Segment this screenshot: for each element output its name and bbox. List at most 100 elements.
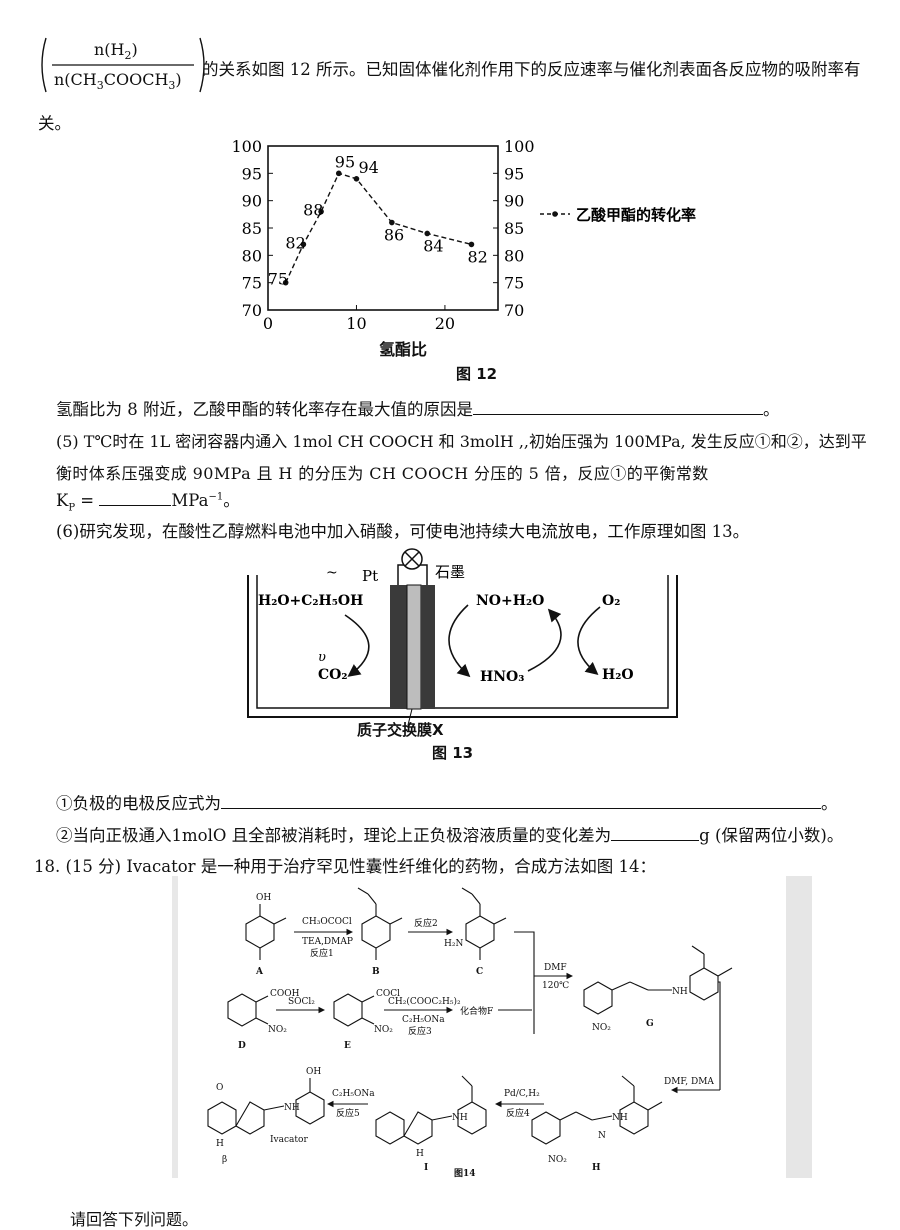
figure-13-caption: 图 13 xyxy=(432,744,474,762)
reagent-r1-top: CH₃OCOCl xyxy=(302,917,352,927)
x-tick-label: 10 xyxy=(346,314,366,333)
y-tick-label-left: 95 xyxy=(242,164,262,183)
data-label: 86 xyxy=(384,226,404,245)
reagent-r1-mid: TEA,DMAP xyxy=(302,937,353,947)
data-point xyxy=(300,241,307,248)
reagent-r2: 反应2 xyxy=(414,917,438,929)
y-tick-label-right: 100 xyxy=(504,137,535,156)
pt-label: Pt xyxy=(362,567,378,585)
ring-i-3 xyxy=(457,1101,487,1135)
reagent-socl2: SOCl₂ xyxy=(288,997,315,1007)
ring-g-1 xyxy=(583,981,613,1015)
oxygen-label: O₂ xyxy=(602,593,620,609)
y-tick-label-left: 80 xyxy=(242,246,262,265)
label-no2-g: NO₂ xyxy=(592,1023,611,1033)
tank-inner xyxy=(256,575,669,709)
data-label: 94 xyxy=(358,158,378,177)
graphite-label: 石墨 xyxy=(435,563,465,581)
ring-a xyxy=(245,915,275,949)
data-point xyxy=(424,230,431,237)
cathode-species-bottom: HNO₃ xyxy=(480,669,524,685)
data-label: 82 xyxy=(467,247,487,266)
data-point xyxy=(389,219,395,226)
reagent-r3-top: CH₂(COOC₂H₅)₂ xyxy=(388,996,461,1007)
ring-ivacator-3 xyxy=(295,1091,325,1125)
reagent-r5-top: C₂H₅ONa xyxy=(332,1089,375,1099)
chart-legend: 乙酸甲酯的转化率 xyxy=(540,206,696,224)
y-tick-label-right: 75 xyxy=(504,274,524,293)
answer-blank-anode-equation[interactable] xyxy=(221,808,821,809)
data-point xyxy=(468,241,475,248)
y-tick-label-right: 70 xyxy=(504,301,524,320)
label-oh-a: OH xyxy=(256,893,271,903)
y-tick-label-right: 85 xyxy=(504,219,524,238)
data-point xyxy=(335,170,342,177)
question-18: 18. (15 分) Ivacator 是一种用于治疗罕见性囊性纤维化的药物，合… xyxy=(34,857,657,876)
label-compound-h: H xyxy=(592,1163,601,1173)
figure-14-caption: 图14 xyxy=(454,1168,476,1178)
intro-text-1: 的关系如图 12 所示。已知固体催化剂作用下的反应速率与催化剂表面各反应物的吸附… xyxy=(202,60,861,79)
ring-h-1 xyxy=(531,1111,561,1145)
figure-14-synthesis-scheme: OH A CH₃OCOCl TEA,DMAP 反应1 B 反应2 H₂N C D… xyxy=(207,887,733,1178)
connector-c-to-g xyxy=(514,931,535,1034)
ring-i-2 xyxy=(403,1111,433,1145)
reagent-dmf-dma: DMF, DMA xyxy=(664,1077,714,1087)
data-point xyxy=(318,208,324,215)
label-oh-ivacator: OH xyxy=(306,1067,321,1077)
reagent-dmf: DMF xyxy=(544,963,567,973)
series-line-conversion xyxy=(285,172,472,283)
question-reason-text: 氢酯比为 8 附近，乙酸甲酯的转化率存在最大值的原因是 xyxy=(56,400,473,419)
y-tick-label-left: 75 xyxy=(242,274,262,293)
label-nh-ivacator-ring: H xyxy=(216,1139,224,1149)
reagent-r3-bot: 反应3 xyxy=(408,1025,432,1037)
connector-g-to-h xyxy=(718,981,721,1090)
y-tick-label-left: 100 xyxy=(231,137,262,156)
label-compound-g: G xyxy=(646,1019,654,1029)
reagent-r4-top: Pd/C,H₂ xyxy=(504,1089,540,1099)
label-no2-h: NO₂ xyxy=(548,1155,567,1165)
answer-blank-mass-difference[interactable] xyxy=(611,840,700,841)
hydrogen-ester-ratio-fraction: n(H2) n(CH3COOCH3) xyxy=(38,34,208,96)
left-reactant-label: H₂O+C₂H₅OH xyxy=(258,593,363,609)
membrane-label: 质子交换膜X xyxy=(357,721,444,739)
cathode-arrow-regeneration xyxy=(527,608,562,672)
reagent-r4-bot: 反应4 xyxy=(506,1107,530,1119)
y-tick-label-right: 95 xyxy=(504,164,524,183)
label-ivacator: Ivacator xyxy=(270,1135,308,1145)
ring-ivacator-2 xyxy=(235,1101,265,1135)
ring-e xyxy=(333,993,363,1027)
label-no2-e: NO₂ xyxy=(374,1025,393,1035)
ring-b xyxy=(361,915,391,949)
graphite-electrode xyxy=(421,585,435,709)
label-nh-h: NH xyxy=(612,1113,628,1123)
water-product-label: H₂O xyxy=(602,667,634,683)
pt-electrode xyxy=(390,585,407,709)
reagent-r5-bot: 反应5 xyxy=(336,1107,360,1119)
oxygen-arrow xyxy=(577,606,601,676)
question-5-line-1: (5) T℃时在 1L 密闭容器内通入 1mol CH COOCH 和 3mol… xyxy=(56,432,867,451)
ring-ivacator-1 xyxy=(207,1101,237,1135)
fig13-mark-2: υ xyxy=(318,650,326,665)
cathode-arrow-left xyxy=(448,604,471,678)
reagent-r1-bot: 反应1 xyxy=(310,947,334,959)
answer-blank-reason[interactable] xyxy=(473,414,763,415)
label-compound-d: D xyxy=(238,1041,246,1051)
question-5-kp: KP = MPa−1。 xyxy=(56,491,240,514)
anode-arrow xyxy=(344,614,370,677)
data-label: 88 xyxy=(303,201,323,220)
label-nh-i: NH xyxy=(452,1113,468,1123)
figure-12-caption: 图 12 xyxy=(456,365,498,383)
closing-prompt: 请回答下列问题。 xyxy=(70,1210,199,1229)
label-nh-ivacator: NH xyxy=(284,1103,300,1113)
data-point xyxy=(282,279,289,286)
label-o-ivacator: O xyxy=(216,1083,223,1093)
reagent-temp: 120℃ xyxy=(542,981,569,991)
answer-blank-kp[interactable] xyxy=(99,505,172,506)
question-6: (6)研究发现，在酸性乙醇燃料电池中加入硝酸，可使电池持续大电流放电，工作原理如… xyxy=(56,522,750,541)
reagent-r3-mid: C₂H₅ONa xyxy=(402,1015,445,1025)
membrane-pointer xyxy=(407,708,413,726)
label-n-h: N xyxy=(598,1131,606,1141)
question-6-1: ①负极的电极反应式为。 xyxy=(56,794,838,813)
